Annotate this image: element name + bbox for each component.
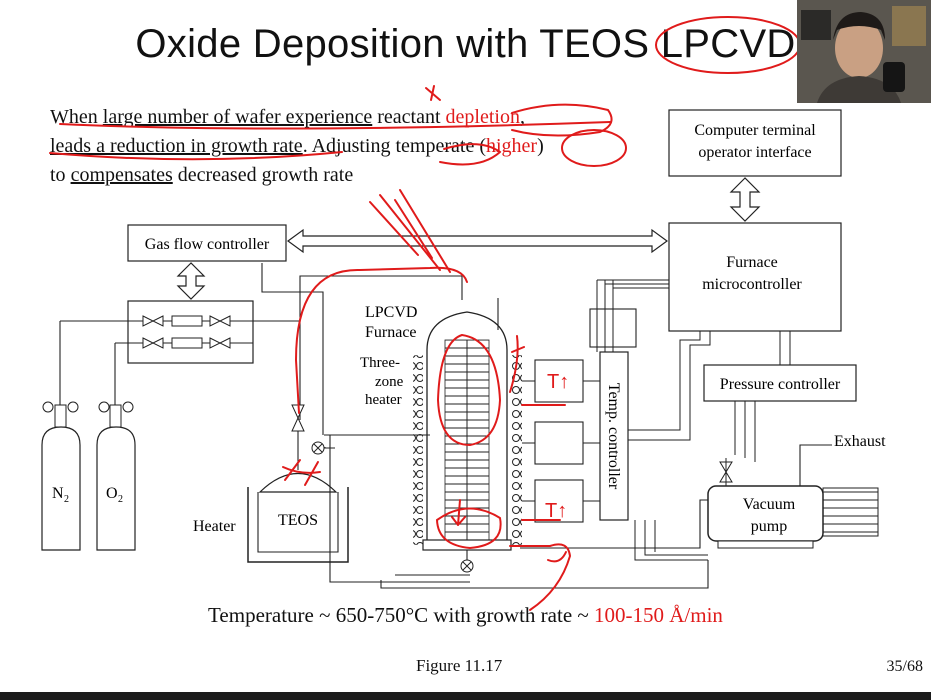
intro-line2-b: . Adjusting temperate ( xyxy=(302,135,486,157)
gas-flow-controller-box: Gas flow controller xyxy=(127,224,287,262)
o2-subscript: 2 xyxy=(118,494,123,505)
page-number: 35/68 xyxy=(886,658,923,675)
vacuum-pump-label-1: Vacuum xyxy=(743,496,796,513)
intro-line2-a: leads a reduction in growth rate xyxy=(50,135,303,157)
pen-annotations xyxy=(49,16,801,611)
growth-rate-value: 100-150 Å/min xyxy=(594,603,723,627)
vacuum-pump-label-2: pump xyxy=(751,518,787,535)
pressure-controller-box: Pressure controller xyxy=(703,364,857,402)
vacuum-pump: Vacuum pump xyxy=(707,485,879,549)
zone-bottom-annotation: T↑ xyxy=(545,500,567,522)
temp-controller-label: Temp. controller xyxy=(605,383,622,490)
intro-line3-c: decreased growth rate xyxy=(172,164,354,186)
n2-cylinder: N 2 xyxy=(41,321,81,551)
zone-thermocouples xyxy=(522,308,637,523)
figure-caption: Figure 11.17 xyxy=(416,656,503,675)
three-zone-label-1: Three- xyxy=(360,355,400,371)
intro-line1-b: large number of wafer experience xyxy=(102,106,373,128)
intro-text: When large number of wafer experience re… xyxy=(50,103,650,190)
three-zone-label-2: zone xyxy=(375,374,404,390)
teos-label: TEOS xyxy=(278,512,318,529)
n2-subscript: 2 xyxy=(64,494,69,505)
teos-heater: TEOS Heater xyxy=(193,404,349,563)
lpcvd-label-1: LPCVD xyxy=(365,304,417,321)
mass-flow-valve-box xyxy=(60,300,300,364)
n2-label: N xyxy=(52,485,64,502)
furnace-micro-label-1: Furnace xyxy=(726,254,778,271)
computer-terminal-label-2: operator interface xyxy=(698,144,811,161)
gas-valve-link-arrow xyxy=(176,262,206,300)
o2-cylinder: O 2 xyxy=(96,343,136,551)
intro-line2-c: ) xyxy=(537,135,544,157)
presenter-webcam xyxy=(797,0,931,103)
intro-line1-a: When xyxy=(50,106,103,128)
computer-terminal-box: Computer terminal operator interface xyxy=(668,109,842,177)
intro-line1-c: reactant xyxy=(372,106,446,128)
computer-terminal-label-1: Computer terminal xyxy=(694,122,816,139)
heater-label: Heater xyxy=(193,518,236,535)
intro-line3-a: to xyxy=(50,164,71,186)
three-zone-label-3: heater xyxy=(365,392,402,408)
temp-controller-box: Temp. controller xyxy=(599,351,629,521)
pressure-controller-label: Pressure controller xyxy=(720,376,841,393)
temperature-note: Temperature ~ 650-750°C with growth rate… xyxy=(0,603,931,628)
gas-flow-controller-label: Gas flow controller xyxy=(145,236,270,253)
o2-label: O xyxy=(106,485,118,502)
exhaust-label: Exhaust xyxy=(834,433,886,450)
zone-top-annotation: T↑ xyxy=(547,371,569,393)
intro-depletion: depletion xyxy=(445,106,520,128)
intro-line1-d: , xyxy=(519,106,525,128)
slide-title: Oxide Deposition with TEOS LPCVD xyxy=(135,22,796,66)
gas-to-micro-arrow xyxy=(286,228,669,254)
intro-compensates: compensates xyxy=(70,164,173,186)
terminal-link-arrow xyxy=(729,177,761,222)
temperature-note-text: Temperature ~ 650-750°C with growth rate… xyxy=(208,603,595,627)
video-bottom-bar xyxy=(0,692,931,700)
lpcvd-label-2: Furnace xyxy=(365,324,417,341)
furnace-micro-label-2: microcontroller xyxy=(702,276,802,293)
furnace-microcontroller-box: Furnace microcontroller xyxy=(668,222,842,332)
